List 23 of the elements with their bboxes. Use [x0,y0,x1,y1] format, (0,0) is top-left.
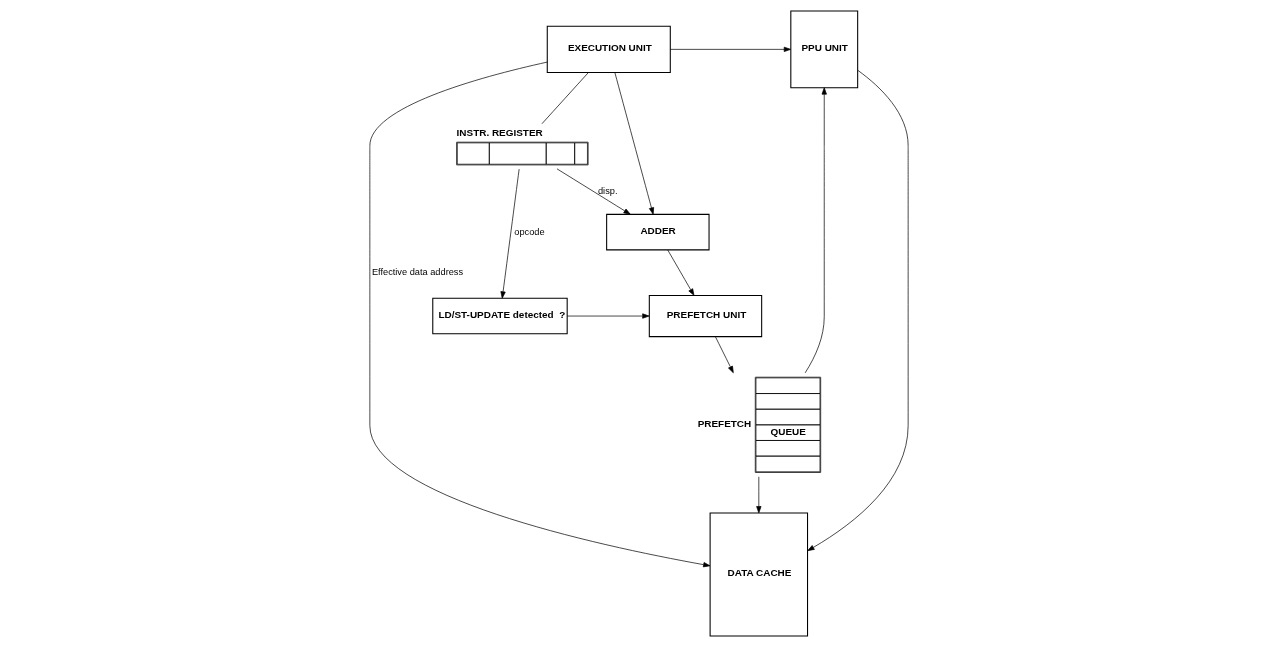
arrow [807,70,909,551]
node-box: LD/ST-UPDATE detected ? [432,297,568,335]
arrow [556,168,631,215]
node-box: PPU UNIT [790,10,859,89]
node-box: DATA CACHE [709,512,809,637]
arrow [369,61,711,568]
node-label: PREFETCH [697,417,752,429]
node-label: INSTR. REGISTER [456,126,543,138]
arrow [614,72,655,215]
arrow [670,46,791,52]
arrow [500,168,520,299]
arrow [667,249,695,296]
arrow [756,476,762,514]
node-box: ADDER [606,213,710,251]
node-box: PREFETCH UNIT [648,294,763,338]
connector [541,72,589,125]
edge-label: disp. [597,186,618,197]
node-box: EXECUTION UNIT [546,25,671,73]
arrow [804,87,827,374]
arrow [566,313,650,319]
arrow [715,336,734,374]
edge-label: opcode [514,226,545,237]
edge-label: Effective data address [371,267,464,278]
